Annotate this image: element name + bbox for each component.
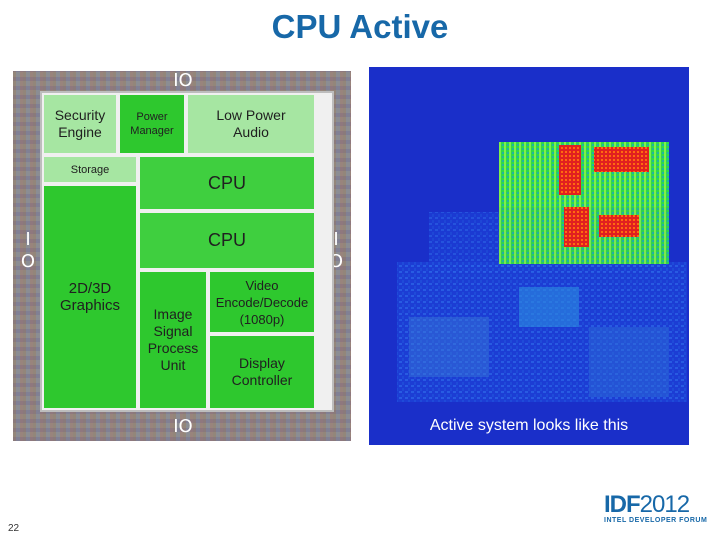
page-number: 22 — [8, 523, 20, 534]
io-bottom-label: IO — [173, 416, 193, 437]
cpu-block-2: CPU — [140, 213, 314, 268]
slide-title: CPU Active — [271, 8, 449, 45]
image-signal-process-block: Image Signal Process Unit — [140, 272, 206, 408]
die-core-area: Security Engine Power Manager Low Power … — [40, 91, 334, 412]
io-top-label: IO — [173, 70, 193, 91]
thermal-image: Active system looks like this — [369, 67, 689, 445]
idf-logo-subtitle: INTEL DEVELOPER FORUM — [604, 517, 708, 524]
cpu-block-1: CPU — [140, 157, 314, 209]
low-power-audio-block: Low Power Audio — [188, 95, 314, 153]
video-encode-decode-block: Video Encode/Decode (1080p) — [210, 272, 314, 332]
power-manager-block: Power Manager — [120, 95, 184, 153]
idf-logo-wordmark: IDF2012 — [604, 493, 707, 517]
graphics-block: 2D/3D Graphics — [44, 186, 136, 408]
idf-logo: IDF2012 INTEL DEVELOPER FORUM — [604, 493, 708, 525]
idf-logo-year: 2012 — [639, 491, 690, 518]
idf-logo-idf: IDF — [604, 491, 641, 518]
display-controller-block: Display Controller — [210, 336, 314, 408]
io-left-label: I O — [20, 229, 36, 272]
die-floorplan: IO IO I O I O Security Engine Power Mana… — [13, 70, 351, 441]
thermal-heatmap — [369, 67, 689, 445]
thermal-caption: Active system looks like this — [429, 417, 629, 434]
security-engine-block: Security Engine — [44, 95, 116, 153]
storage-block: Storage — [44, 157, 136, 182]
